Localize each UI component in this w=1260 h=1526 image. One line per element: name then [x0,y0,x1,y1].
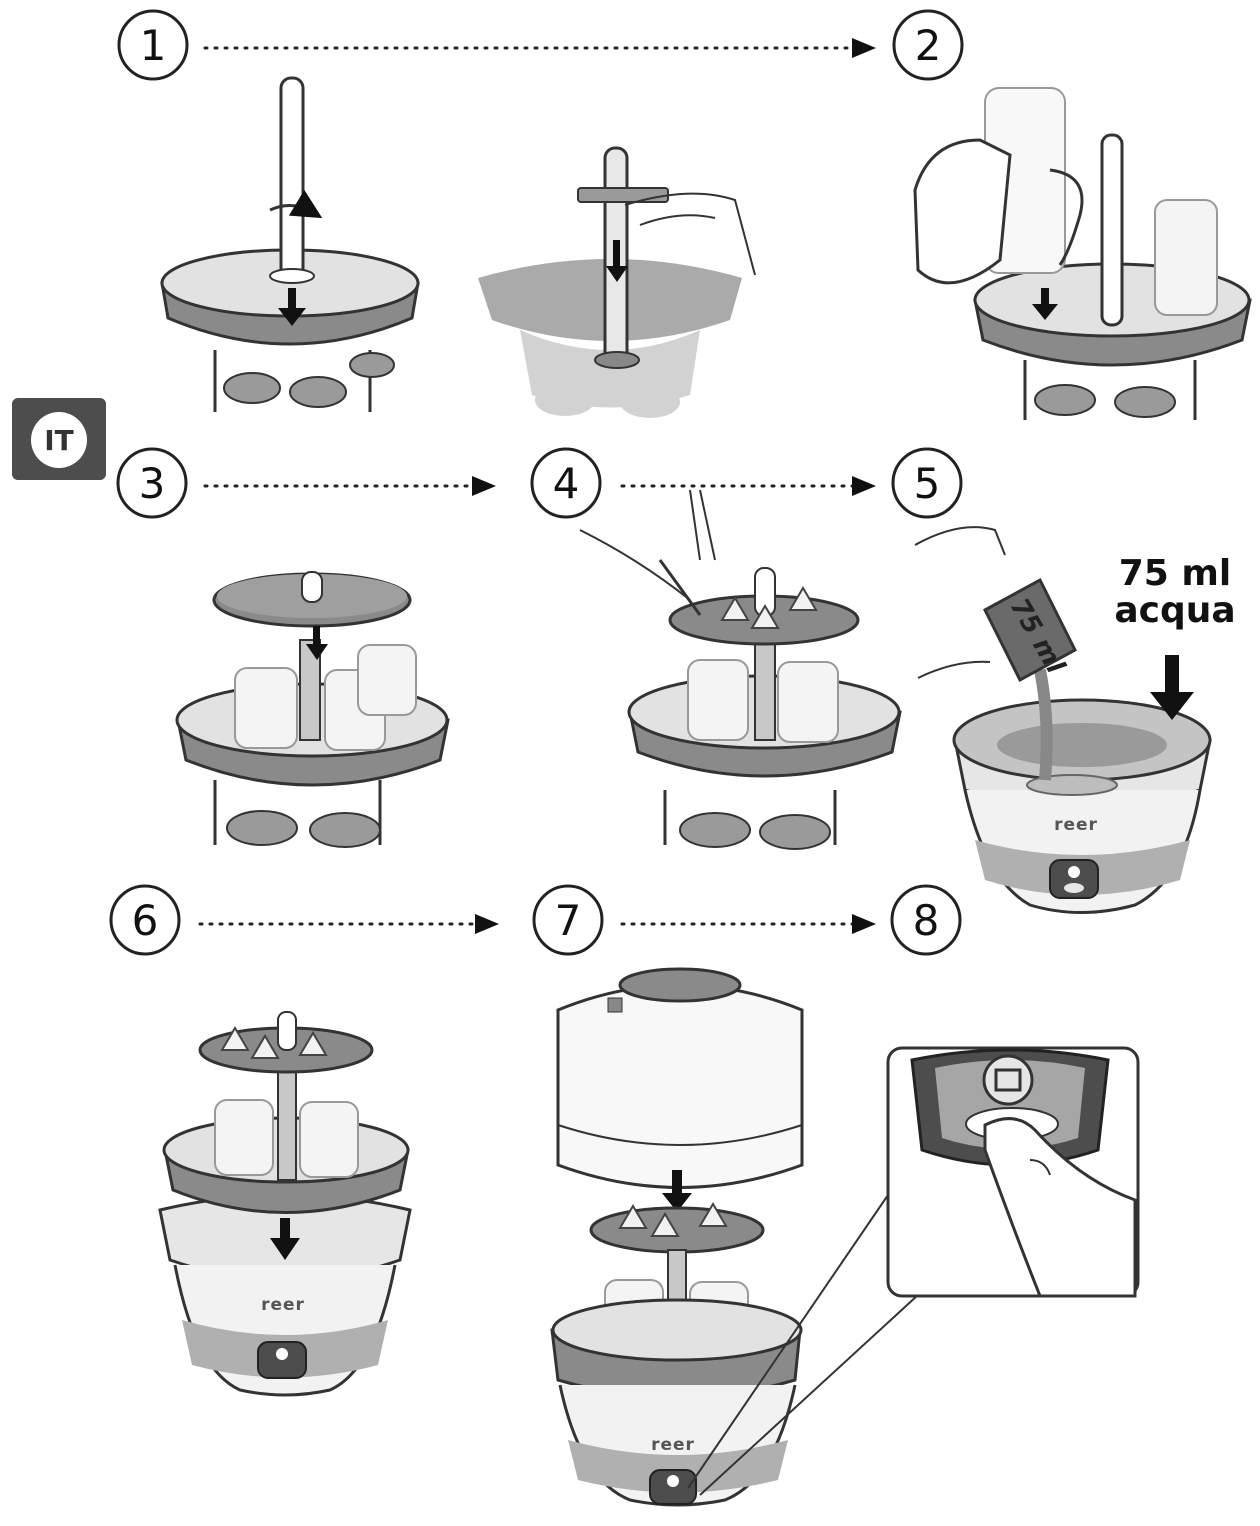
step-1b-illustration [478,146,756,418]
step-number-6-label: 6 [132,896,159,945]
step-number-8: 8 [890,884,962,956]
step-7-brand-label: reer [651,1435,695,1455]
step-3-illustration [175,571,450,848]
connector-arrows [198,38,876,934]
step-number-1-label: 1 [140,21,167,70]
language-tag: IT [12,398,106,480]
step-number-5-label: 5 [914,459,941,508]
step-number-4-label: 4 [553,459,580,508]
arrowhead-7-8 [852,914,876,934]
water-note-amount: 75 ml [1119,553,1231,594]
language-tag-text: IT [44,424,74,457]
down-arrow-icon [1165,655,1179,695]
step-number-5: 5 [891,447,963,519]
step-6-illustration: reer [158,1011,412,1397]
step-number-8-label: 8 [913,896,940,945]
arrowhead-3-4 [472,476,496,496]
water-note: 75 ml acqua [1114,553,1235,631]
step-number-3: 3 [116,447,188,519]
step-number-2-label: 2 [915,21,942,70]
step-2-illustration [913,87,1252,420]
arrowhead-1-2 [852,38,876,58]
water-note-label: acqua [1114,590,1235,631]
zoom-line-right [699,1294,919,1496]
step-number-1: 1 [117,9,189,81]
step-5-illustration: reer 75 ml [914,526,1212,914]
step-5-brand-label: reer [1054,815,1098,835]
arrowhead-4-5 [852,476,876,496]
step-number-6: 6 [109,884,181,956]
finger-press-icon [983,1117,1137,1298]
step-7-illustration: reer [550,967,804,1507]
step-number-3-label: 3 [139,459,166,508]
step-6-power-button-icon [276,1348,288,1360]
step-number-7-label: 7 [555,896,582,945]
step-8-illustration [687,1046,1140,1496]
power-button-icon [1068,866,1080,878]
measuring-cup-icon [983,577,1077,683]
zoom-line-left [687,1194,889,1489]
step-number-2: 2 [892,9,964,81]
step-4-illustration [579,489,902,850]
step-6-brand-label: reer [261,1295,305,1315]
step-1-illustration [160,76,420,412]
step-number-4: 4 [530,447,602,519]
step-7-power-button-icon [667,1475,679,1487]
step-number-7: 7 [532,884,604,956]
arrowhead-6-7 [475,914,499,934]
zoom-indicator-icon [994,1068,1022,1092]
